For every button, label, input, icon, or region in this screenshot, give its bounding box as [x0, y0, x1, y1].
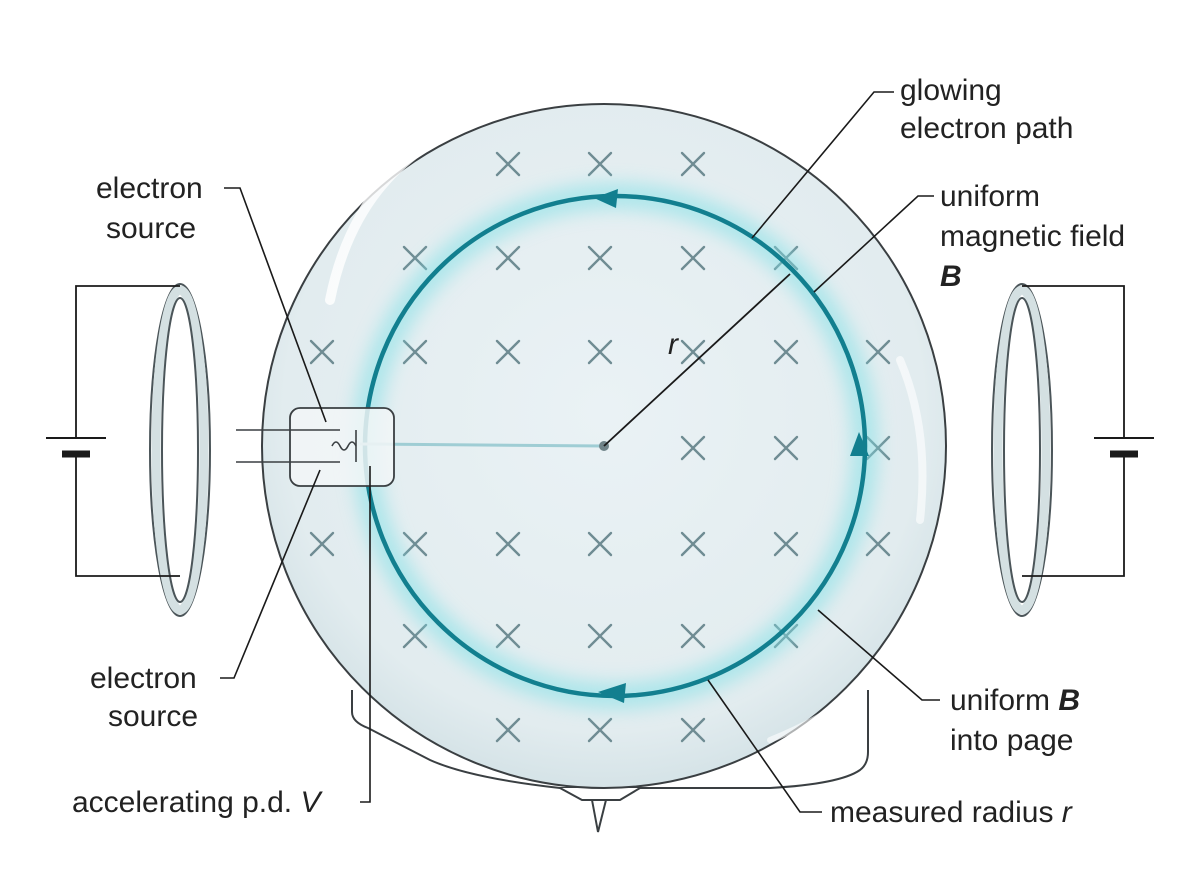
field-cross-icon — [495, 623, 521, 649]
field-cross-icon — [309, 531, 335, 557]
field-cross-icon — [773, 339, 799, 365]
battery-icon — [1094, 437, 1154, 458]
label-uniform-field-symbol: B — [940, 260, 962, 293]
field-cross-icon — [680, 151, 706, 177]
radius-line — [603, 273, 791, 447]
battery-icon — [46, 437, 106, 458]
field-cross-icon — [680, 435, 706, 461]
field-cross-icon — [773, 531, 799, 557]
field-cross-icon — [587, 531, 613, 557]
leader-accelerating-pd — [360, 466, 371, 803]
leader-uniform-field — [813, 195, 934, 293]
leader-electron-source-bottom — [220, 469, 321, 679]
field-cross-icon — [495, 717, 521, 743]
bulb-highlight-bottom — [767, 687, 863, 743]
tube-tip — [591, 799, 607, 833]
field-cross-icon — [680, 245, 706, 271]
tube-neck — [559, 787, 641, 801]
field-cross-icon — [773, 435, 799, 461]
field-cross-icon — [402, 245, 428, 271]
leader-uniform-b-into — [817, 609, 940, 701]
label-electron-source-top-line2: source — [106, 212, 196, 245]
field-cross-icon — [865, 339, 891, 365]
direction-arrow-icon — [598, 683, 626, 703]
field-cross-icon — [402, 531, 428, 557]
label-electron-source-bottom-line1: electron — [90, 662, 197, 695]
leader-measured-radius — [707, 679, 822, 813]
field-cross-icon — [680, 623, 706, 649]
field-cross-icon — [495, 245, 521, 271]
field-cross-icon — [495, 339, 521, 365]
label-uniform-b-into-line1: uniform B — [950, 684, 1080, 717]
label-uniform-field-line1: uniform — [940, 180, 1040, 213]
leader-electron-source-top — [224, 187, 327, 423]
field-cross-icon — [495, 151, 521, 177]
gun-beam-line — [359, 442, 605, 448]
left-circuit-wire — [75, 285, 180, 577]
field-cross-icon — [309, 339, 335, 365]
leader-glowing-path — [751, 91, 894, 239]
label-electron-source-top-line1: electron — [96, 172, 203, 205]
direction-arrow-icon — [594, 189, 618, 208]
field-cross-icon — [587, 151, 613, 177]
field-cross-icon — [680, 339, 706, 365]
label-glowing-path-line2: electron path — [900, 112, 1073, 145]
label-accelerating-pd: accelerating p.d. V — [72, 786, 323, 819]
field-cross-icon — [587, 245, 613, 271]
direction-arrow-icon — [850, 432, 869, 456]
field-cross-icon — [680, 531, 706, 557]
field-cross-icon — [587, 339, 613, 365]
field-cross-icon — [587, 623, 613, 649]
field-cross-icon — [587, 717, 613, 743]
label-measured-radius: measured radius r — [830, 796, 1073, 829]
right-circuit-wire — [1022, 285, 1125, 577]
field-cross-icon — [402, 623, 428, 649]
bulb-highlight-right — [896, 356, 927, 524]
field-cross-icon — [402, 339, 428, 365]
field-cross-icon — [865, 531, 891, 557]
label-electron-source-bottom-line2: source — [108, 700, 198, 733]
electron-gun-icon — [236, 407, 395, 487]
label-uniform-field-line2: magnetic field — [940, 220, 1125, 253]
helmholtz-coil-icon — [991, 283, 1053, 617]
helmholtz-coil-icon — [149, 283, 211, 617]
label-glowing-path-line1: glowing — [900, 74, 1002, 107]
label-uniform-b-into-line2: into page — [950, 724, 1073, 757]
bulb-highlight — [325, 145, 425, 305]
field-cross-icon — [495, 531, 521, 557]
field-cross-icon — [680, 717, 706, 743]
label-radius-symbol: r — [668, 328, 679, 361]
